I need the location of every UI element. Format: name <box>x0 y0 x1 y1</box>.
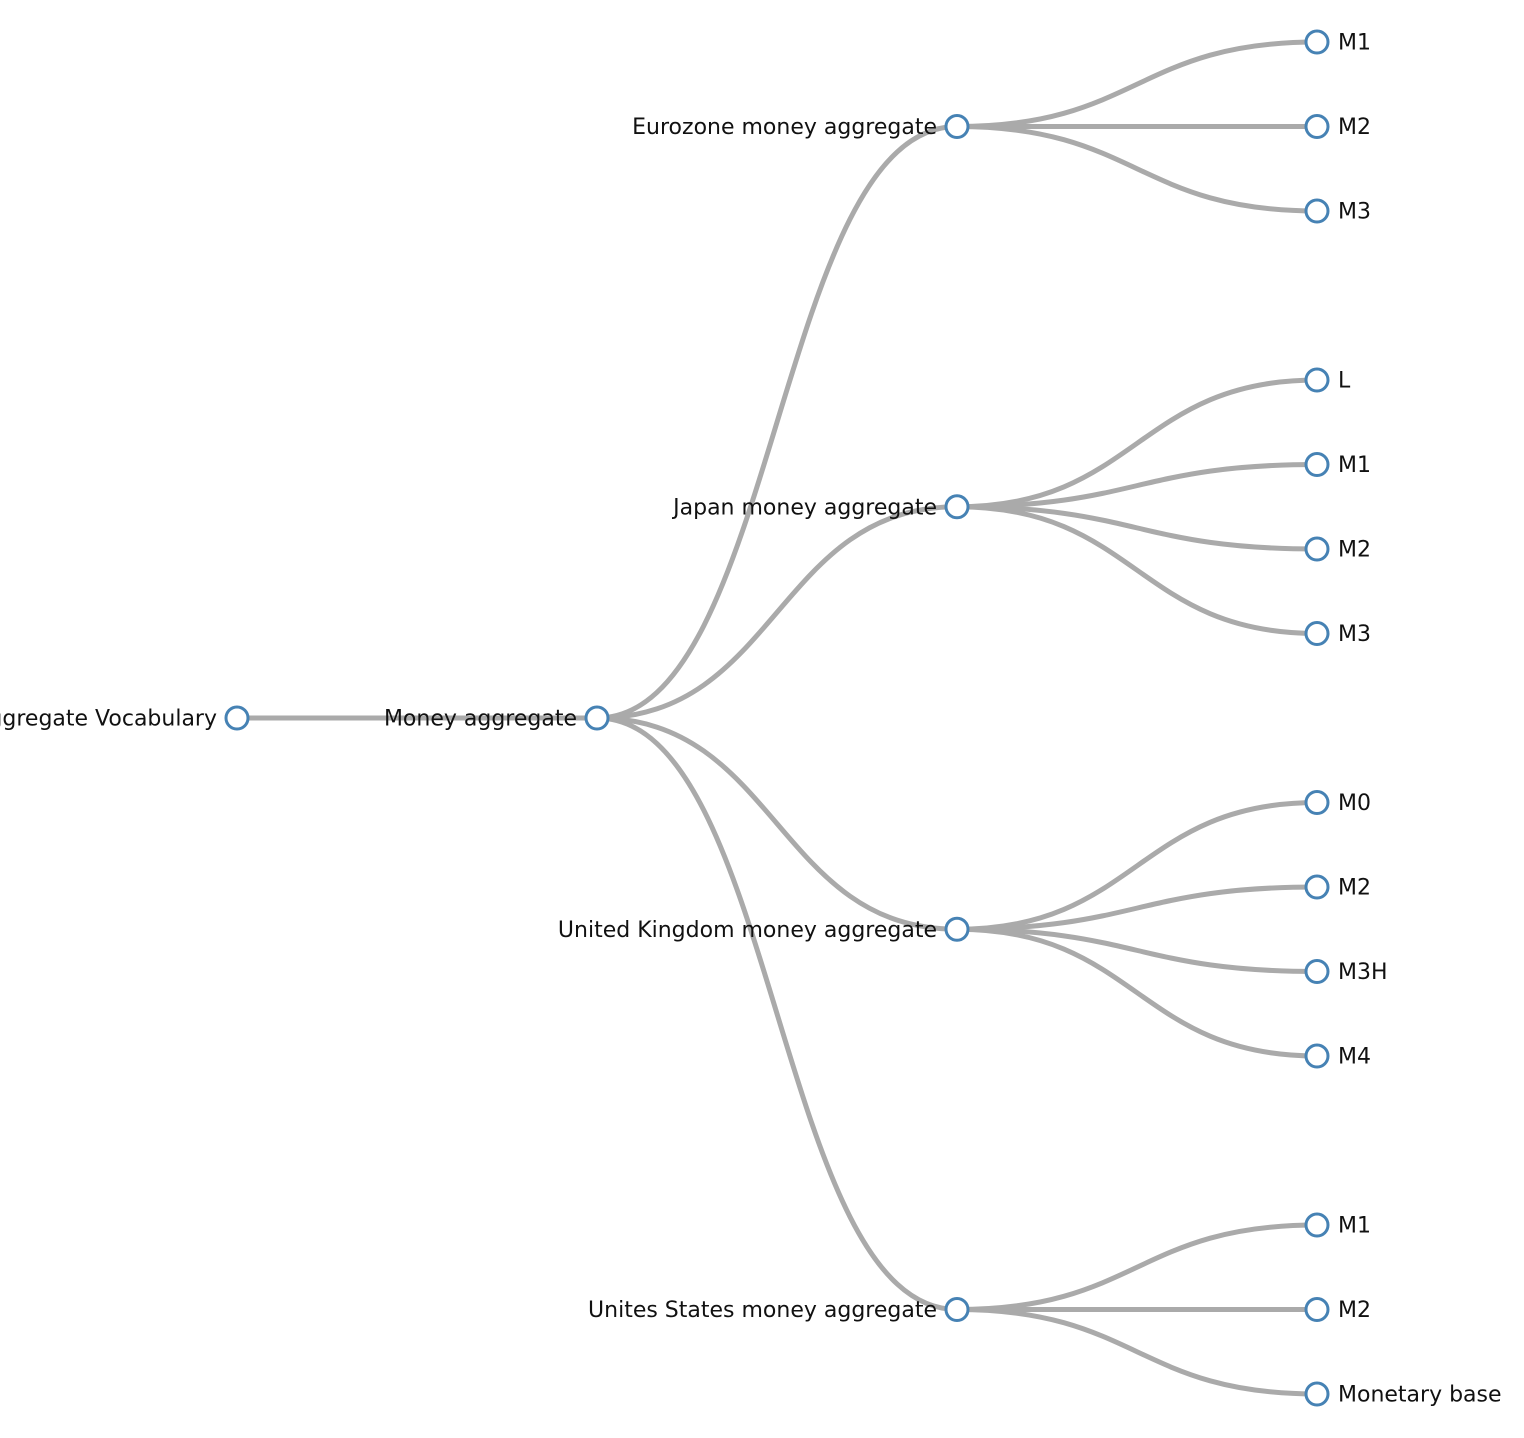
node-label: M1 <box>1338 31 1371 56</box>
link-money-aggregate-to-eurozone-money-aggregate <box>596 124 958 721</box>
link-japan-money-aggregate-to-m3 <box>956 504 1318 636</box>
tree-links <box>237 39 1318 1397</box>
node-label: M2 <box>1338 876 1371 901</box>
tree-nodes: Money Aggregate Vocabulary Money aggregat… <box>0 29 1502 1408</box>
node-label: Money aggregate <box>384 707 577 732</box>
node-monetary-base[interactable]: Monetary base <box>1304 1381 1502 1408</box>
node-circle[interactable] <box>1304 29 1330 55</box>
node-circle[interactable] <box>1304 452 1330 477</box>
node-money-aggregate[interactable]: Money aggregate <box>384 705 610 732</box>
node-label: Money Aggregate Vocabulary <box>0 707 217 732</box>
node-circle[interactable] <box>1304 1381 1330 1407</box>
node-circle[interactable] <box>1304 790 1330 815</box>
link-money-aggregate-to-unites-states-money-aggregate <box>596 715 958 1312</box>
node-label: M1 <box>1338 1214 1371 1239</box>
node-eurozone-money-aggregate[interactable]: Eurozone money aggregate <box>632 114 970 140</box>
node-label: Eurozone money aggregate <box>632 115 937 140</box>
node-label: M3 <box>1338 200 1371 225</box>
node-circle[interactable] <box>1304 198 1330 224</box>
node-circle[interactable] <box>224 705 250 731</box>
node-label: M2 <box>1338 115 1371 140</box>
node-label: L <box>1338 369 1351 394</box>
node-m0[interactable]: M0 <box>1304 790 1371 816</box>
link-money-aggregate-to-japan-money-aggregate <box>596 504 958 721</box>
node-circle[interactable] <box>1304 959 1330 984</box>
node-m2[interactable]: M2 <box>1304 114 1371 140</box>
node-m1[interactable]: M1 <box>1304 1212 1371 1239</box>
node-m4[interactable]: M4 <box>1304 1043 1371 1070</box>
node-japan-money-aggregate[interactable]: Japan money aggregate <box>671 494 970 520</box>
node-label: Unites States money aggregate <box>588 1298 937 1323</box>
link-united-kingdom-money-aggregate-to-m4 <box>956 926 1318 1059</box>
node-l[interactable]: L <box>1304 367 1351 394</box>
node-m3[interactable]: M3 <box>1304 198 1371 225</box>
node-m2[interactable]: M2 <box>1304 874 1371 901</box>
node-united-kingdom-money-aggregate[interactable]: United Kingdom money aggregate <box>558 916 970 943</box>
link-money-aggregate-to-united-kingdom-money-aggregate <box>596 715 958 932</box>
node-circle[interactable] <box>1304 536 1330 562</box>
node-unites-states-money-aggregate[interactable]: Unites States money aggregate <box>588 1297 970 1323</box>
node-m3h[interactable]: M3H <box>1304 959 1388 985</box>
node-circle[interactable] <box>584 705 610 731</box>
link-united-kingdom-money-aggregate-to-m0 <box>956 800 1318 932</box>
node-m2[interactable]: M2 <box>1304 1297 1371 1323</box>
link-eurozone-money-aggregate-to-m3 <box>956 124 1318 214</box>
node-label: Japan money aggregate <box>671 495 937 520</box>
node-circle[interactable] <box>1304 1043 1330 1069</box>
node-circle[interactable] <box>944 494 970 520</box>
node-circle[interactable] <box>1304 1297 1330 1322</box>
node-circle[interactable] <box>944 1297 970 1322</box>
node-m1[interactable]: M1 <box>1304 29 1371 56</box>
node-circle[interactable] <box>1304 114 1330 139</box>
node-circle[interactable] <box>1304 621 1330 646</box>
node-circle[interactable] <box>944 916 970 942</box>
link-united-kingdom-money-aggregate-to-m3h <box>956 926 1318 974</box>
node-label: M3 <box>1338 622 1371 647</box>
link-unites-states-money-aggregate-to-m1 <box>956 1222 1318 1312</box>
node-circle[interactable] <box>944 114 970 139</box>
link-japan-money-aggregate-to-l <box>956 377 1318 510</box>
link-japan-money-aggregate-to-m2 <box>956 504 1318 552</box>
node-money-aggregate-vocabulary[interactable]: Money Aggregate Vocabulary <box>0 705 250 732</box>
node-circle[interactable] <box>1304 874 1330 900</box>
node-label: M2 <box>1338 1298 1371 1323</box>
node-circle[interactable] <box>1304 1212 1330 1238</box>
node-label: M0 <box>1338 791 1371 816</box>
link-united-kingdom-money-aggregate-to-m2 <box>956 884 1318 932</box>
node-m2[interactable]: M2 <box>1304 536 1371 563</box>
node-m1[interactable]: M1 <box>1304 452 1371 478</box>
link-unites-states-money-aggregate-to-monetary-base <box>956 1307 1318 1397</box>
node-label: M4 <box>1338 1045 1371 1070</box>
node-label: United Kingdom money aggregate <box>558 918 937 943</box>
node-circle[interactable] <box>1304 367 1330 393</box>
node-m3[interactable]: M3 <box>1304 621 1371 647</box>
node-label: M1 <box>1338 453 1371 478</box>
node-label: M2 <box>1338 538 1371 563</box>
node-label: M3H <box>1338 960 1388 985</box>
node-label: Monetary base <box>1338 1383 1502 1408</box>
link-eurozone-money-aggregate-to-m1 <box>956 39 1318 129</box>
link-japan-money-aggregate-to-m1 <box>956 462 1318 510</box>
